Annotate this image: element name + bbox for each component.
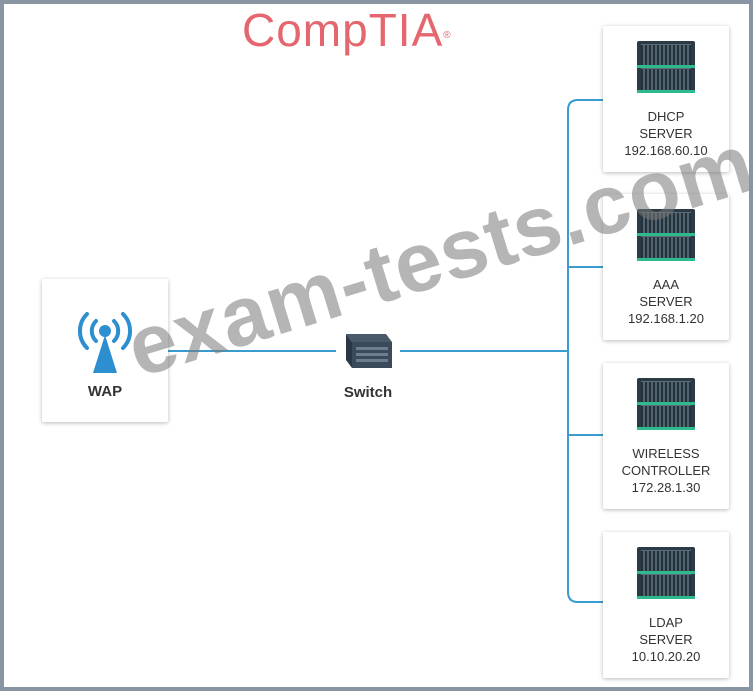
- server-role: SERVER: [639, 126, 693, 141]
- ldap-server-node[interactable]: LDAP SERVER 10.10.20.20: [603, 532, 729, 678]
- server-label: LDAP SERVER 10.10.20.20: [603, 614, 729, 665]
- dhcp-server-node[interactable]: DHCP SERVER 192.168.60.10: [603, 26, 729, 172]
- wap-node[interactable]: WAP: [42, 279, 168, 422]
- comptia-logo: CompTIA®: [242, 4, 452, 56]
- server-name: AAA: [652, 277, 679, 292]
- server-ip: 172.28.1.30: [631, 480, 701, 495]
- network-links: [168, 99, 604, 603]
- server-label: AAA SERVER 192.168.1.20: [603, 276, 729, 327]
- network-switch-icon: [346, 334, 392, 368]
- switch-node[interactable]: Switch: [336, 330, 400, 410]
- server-rack-icon: [637, 209, 695, 261]
- server-role: SERVER: [639, 294, 693, 309]
- server-ip: 10.10.20.20: [631, 649, 701, 664]
- switch-label: Switch: [343, 384, 393, 401]
- server-rack-icon: [637, 41, 695, 93]
- wireless-controller-node[interactable]: WIRELESS CONTROLLER 172.28.1.30: [603, 363, 729, 509]
- server-ip: 192.168.60.10: [624, 143, 708, 158]
- wap-label: WAP: [87, 383, 123, 400]
- link-server-bus: [567, 99, 604, 603]
- wireless-antenna-icon: [77, 312, 133, 373]
- server-label: WIRELESS CONTROLLER 172.28.1.30: [603, 445, 729, 496]
- server-role: SERVER: [639, 632, 693, 647]
- server-rack-icon: [637, 547, 695, 599]
- aaa-server-node[interactable]: AAA SERVER 192.168.1.20: [603, 194, 729, 340]
- logo-registered-mark: ®: [443, 30, 452, 41]
- server-name: WIRELESS: [632, 446, 700, 461]
- server-role: CONTROLLER: [621, 463, 711, 478]
- server-ip: 192.168.1.20: [628, 311, 704, 326]
- server-label: DHCP SERVER 192.168.60.10: [603, 108, 729, 159]
- server-name: DHCP: [647, 109, 685, 124]
- server-rack-icon: [637, 378, 695, 430]
- server-name: LDAP: [649, 615, 683, 630]
- logo-text: CompTIA: [242, 4, 444, 56]
